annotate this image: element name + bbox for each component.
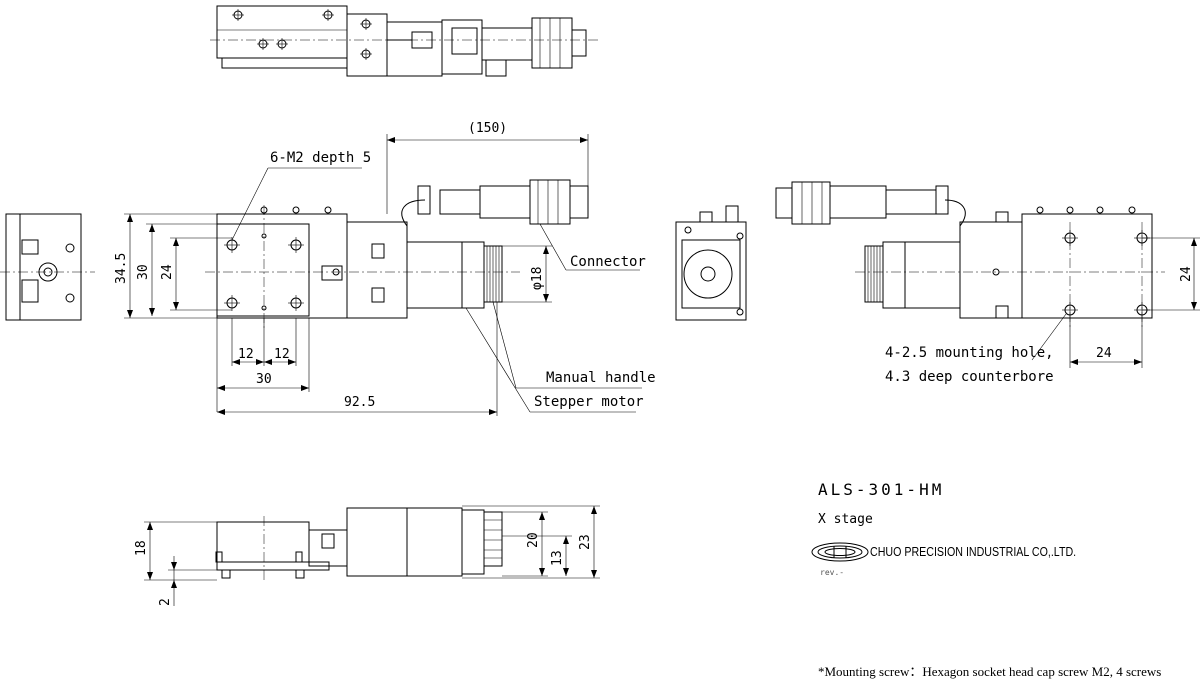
- plan-dimensions: (150) 34.5 30 24 12 12 30 9: [114, 121, 589, 416]
- dim-front-motor-h2: 13: [550, 550, 565, 566]
- front-view: [215, 507, 503, 582]
- dim-inner-height: 30: [136, 264, 151, 280]
- callout-manual-handle: Manual handle: [546, 370, 656, 386]
- callout-connector: Connector: [570, 254, 646, 270]
- dim-overall-length: 92.5: [344, 395, 375, 410]
- callout-tapped-holes: 6-M2 depth 5: [270, 150, 371, 166]
- company-logo: [811, 542, 869, 562]
- model-name: ALS-301-HM: [818, 480, 945, 499]
- dim-table-width: 30: [256, 372, 272, 387]
- dim-motor-diameter: φ18: [530, 267, 545, 290]
- revision: rev.-: [820, 568, 845, 577]
- left-end-view: [0, 213, 95, 321]
- bottom-view: [775, 181, 1165, 330]
- dim-hole-pitch-h2: 12: [274, 347, 290, 362]
- dim-front-motor-h1: 20: [526, 532, 541, 548]
- dim-front-total: 23: [578, 534, 593, 550]
- mounting-note: *Mounting screw：Hexagon socket head cap …: [818, 664, 1162, 679]
- dim-connector-length: (150): [468, 121, 507, 136]
- plan-view: [205, 179, 589, 330]
- plan-callouts: 6-M2 depth 5 Connector Manual handle Ste…: [231, 150, 656, 413]
- dim-side-pitch-v: 24: [1179, 266, 1194, 282]
- dim-hole-pitch-h1: 12: [238, 347, 254, 362]
- dim-front-height: 18: [134, 540, 149, 556]
- front-dimensions: 18 2 20 13 23: [134, 505, 600, 606]
- callout-stepper-motor: Stepper motor: [534, 394, 644, 410]
- dim-side-pitch-h: 24: [1096, 346, 1112, 361]
- company-name: CHUO PRECISION INDUSTRIAL CO,.LTD.: [870, 544, 1077, 559]
- stage-type: X stage: [818, 512, 873, 527]
- dim-hole-pitch-v: 24: [160, 264, 175, 280]
- motor-end-view: [675, 205, 747, 321]
- dim-front-base: 2: [158, 598, 173, 606]
- callout-mounting-hole-2: 4.3 deep counterbore: [885, 369, 1054, 385]
- bottom-dimensions: 24 24 4-2.5 mounting hole, 4.3 deep coun…: [885, 237, 1200, 385]
- dim-top-height: 34.5: [114, 253, 129, 284]
- callout-mounting-hole-1: 4-2.5 mounting hole,: [885, 345, 1054, 361]
- top-view: [210, 5, 600, 77]
